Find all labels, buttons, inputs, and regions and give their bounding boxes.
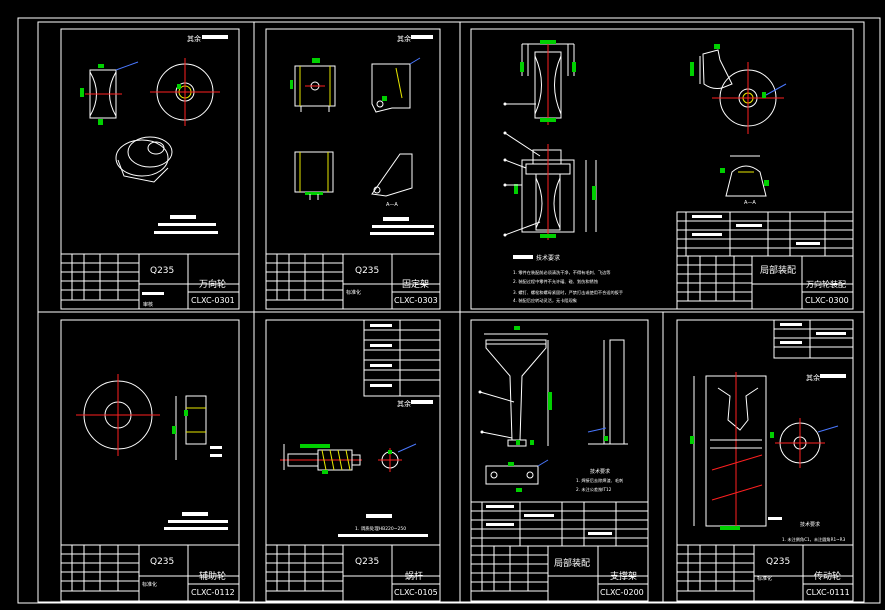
- material-label: Q235: [355, 266, 379, 276]
- section-label: A—A: [386, 202, 398, 208]
- tb-standard: 标准化: [757, 575, 772, 582]
- drawing-code: CLXC-0303: [394, 296, 438, 305]
- sheet-auxiliary-wheel: Q235 辅助轮 CLXC-0112 标准化: [60, 319, 240, 602]
- worm-note: 1. 调质处理HB220~250: [355, 525, 406, 532]
- drawing-code: CLXC-0112: [191, 588, 235, 597]
- assembly-name: 局部装配: [760, 264, 796, 276]
- roughness-label: 其余: [397, 34, 411, 43]
- drawing-code: CLXC-0105: [394, 588, 438, 597]
- tech-note-2: 2. 装配过程中零件不允许磕、碰、划伤和锈蚀: [513, 278, 598, 285]
- part-name: 辅助轮: [199, 570, 226, 582]
- material-label: Q235: [355, 557, 379, 567]
- part-name: 蜗杆: [405, 570, 423, 582]
- part-name: 万向轮装配: [806, 279, 846, 289]
- tb-standard: 标准化: [346, 289, 361, 296]
- stand-note-2: 2. 未注公差按IT12: [576, 486, 612, 493]
- tech-note-4: 4. 装配后应转动灵活，无卡阻现象: [513, 297, 577, 304]
- material-label: Q235: [150, 557, 174, 567]
- drive-note-title: 技术要求: [800, 521, 820, 528]
- stand-note-1: 1. 焊接后去除焊渣、毛刺: [576, 477, 623, 484]
- drawing-code: CLXC-0200: [600, 588, 644, 597]
- part-name: 万向轮: [199, 278, 226, 290]
- drawing-code: CLXC-0301: [191, 296, 235, 305]
- assembly-name: 局部装配: [554, 557, 590, 569]
- stand-note-title: 技术要求: [590, 468, 610, 475]
- outer-frame: [17, 17, 881, 604]
- material-label: Q235: [150, 266, 174, 276]
- tb-review: 审核: [143, 301, 153, 308]
- part-name: 支撑架: [610, 570, 637, 582]
- sheet-worm: 其余 1. 调质处理HB220~250 Q2: [265, 319, 441, 602]
- roughness-label: 其余: [806, 373, 820, 382]
- sheet-support-frame: 技术要求 1. 焊接后去除焊渣、毛刺 2. 未注公差按IT12 局部装配: [470, 319, 649, 602]
- section-label: A—A: [744, 200, 756, 206]
- sheet-caster-assembly: A—A 技术要求 1. 零件在装配前必须清洗干净，不得有毛刺、飞边等 2. 装配…: [470, 28, 854, 310]
- sheet-universal-wheel: 其余: [60, 28, 240, 310]
- roughness-label: 其余: [397, 399, 411, 408]
- drive-note-1: 1. 未注倒角C1，未注圆角R1~R3: [782, 536, 846, 543]
- tech-note-3: 3. 螺钉、螺栓和螺母紧固时，严禁打击或使用不合适的扳手: [513, 289, 623, 296]
- part-name: 传动轮: [814, 570, 841, 582]
- sheet-drive-wheel: 其余 技术要求 1. 未注倒角C1，未注圆角R1~R3: [676, 319, 854, 602]
- tech-note-1: 1. 零件在装配前必须清洗干净，不得有毛刺、飞边等: [513, 269, 610, 276]
- material-label: Q235: [766, 557, 790, 567]
- tb-standard: 标准化: [142, 581, 157, 588]
- part-name: 固定架: [402, 278, 429, 290]
- tech-req-title: 技术要求: [536, 254, 560, 262]
- drawing-code: CLXC-0300: [805, 296, 849, 305]
- drawing-code: CLXC-0111: [806, 588, 850, 597]
- roughness-label: 其余: [187, 34, 201, 43]
- sheet-fixed-frame: 其余 A—A: [265, 28, 441, 310]
